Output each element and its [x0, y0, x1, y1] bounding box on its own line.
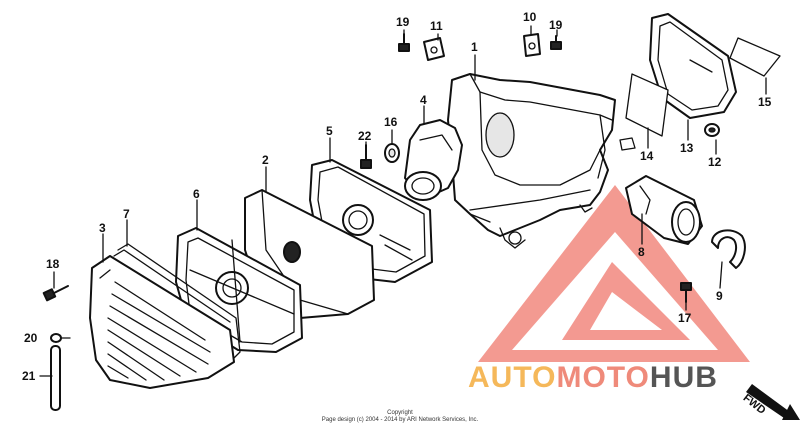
label-part-15: 15	[758, 95, 772, 109]
forward-arrow-icon	[746, 384, 800, 420]
side-cover	[649, 13, 737, 119]
part-number-labels: 1 2 3 4 5 6 7 8 9 10 11 12 13 14 15 16 1…	[22, 10, 772, 383]
label-part-4: 4	[420, 93, 427, 107]
label-part-9: 9	[716, 289, 723, 303]
label-part-14: 14	[640, 149, 654, 163]
grommet	[384, 143, 400, 163]
screw-17	[680, 282, 692, 303]
label-part-3: 3	[99, 221, 106, 235]
grommet-12	[704, 123, 720, 137]
cover-gasket	[113, 243, 241, 365]
air-cleaner-cover	[89, 255, 235, 389]
clamp-band	[711, 229, 746, 269]
copyright-line-2: Page design (c) 2004 - 2014 by ARI Netwo…	[321, 417, 479, 423]
label-part-21: 21	[22, 369, 36, 383]
screw-22	[360, 144, 372, 169]
air-cleaner-case	[447, 73, 636, 249]
clip-20	[50, 333, 62, 343]
label-part-22: 22	[358, 129, 372, 143]
bolt-19-right	[550, 35, 562, 50]
brand-hub: HUB	[649, 361, 718, 394]
label-part-7: 7	[123, 207, 130, 221]
label-part-19-left: 19	[396, 15, 410, 29]
label-part-20: 20	[24, 331, 38, 345]
label-part-1: 1	[471, 40, 478, 54]
label-part-12: 12	[708, 155, 722, 169]
intake-boot	[404, 119, 463, 201]
brand-auto: AUTO	[468, 361, 557, 394]
copyright-line-1: Copyright	[387, 410, 413, 416]
drain-tube	[50, 345, 61, 411]
label-part-10: 10	[523, 10, 537, 24]
watermark-brand-text: AUTOMOTOHUB	[468, 361, 718, 395]
label-part-6: 6	[193, 187, 200, 201]
leader-lines	[39, 25, 767, 377]
label-part-16: 16	[384, 115, 398, 129]
watermark-logo-triangle	[478, 185, 750, 362]
label-part-8: 8	[638, 245, 645, 259]
label-part-2: 2	[262, 153, 269, 167]
cover-sheet-14	[625, 73, 669, 137]
bracket-11	[423, 37, 445, 61]
label-part-19-right: 19	[549, 18, 563, 32]
bracket-10	[523, 33, 541, 57]
label-part-18: 18	[46, 257, 60, 271]
label-part-11: 11	[430, 19, 443, 33]
label-part-17: 17	[678, 311, 692, 325]
bolt-18	[42, 285, 69, 302]
connecting-tube	[625, 175, 703, 245]
cover-sheet-15	[729, 37, 781, 77]
label-part-13: 13	[680, 141, 694, 155]
label-part-5: 5	[326, 124, 333, 138]
brand-moto: MOTO	[556, 361, 650, 394]
